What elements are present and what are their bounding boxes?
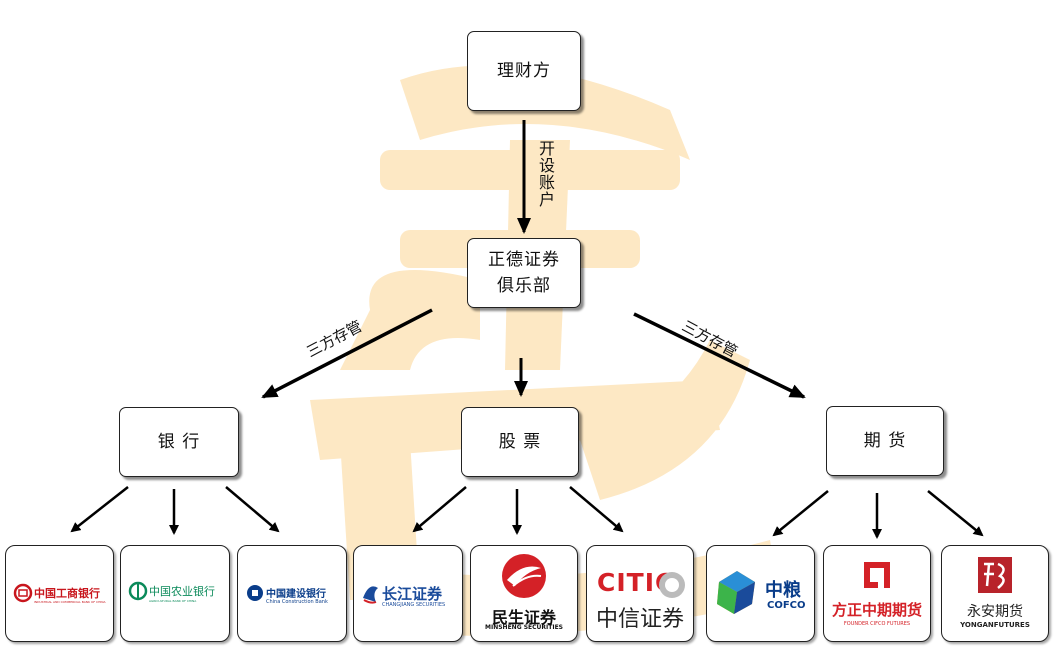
ccb-logo-icon	[247, 585, 263, 601]
yongan-name: 永安期货	[967, 604, 1023, 620]
abc-logo-icon	[128, 581, 148, 601]
logo-icbc: 中国工商银行 INDUSTRIAL AND COMMERCIAL BANK OF…	[5, 545, 114, 642]
edge-stock-changjiang	[412, 486, 467, 533]
logo-founder: 方正中期期货 FOUNDER CIFCO FUTURES	[823, 545, 931, 642]
minsheng-logo-icon	[502, 554, 546, 598]
stock-label: 股 票	[498, 432, 542, 452]
cofco-name: 中粮	[765, 580, 801, 601]
club-node: 正德证券 俱乐部	[467, 238, 581, 308]
bank-label: 银 行	[157, 432, 201, 452]
changjiang-name: 长江证券	[382, 585, 443, 603]
yongan-sub: YONGANFUTURES	[960, 621, 1030, 629]
ccb-name: 中国建设银行	[266, 589, 326, 600]
edge-futures-yongan	[927, 490, 984, 537]
logo-minsheng: 民生证券 MINSHENG SECURITIES	[470, 545, 578, 642]
founder-name: 方正中期期货	[831, 601, 922, 619]
changjiang-sub: CHANGJIANG SECURITIES	[382, 602, 446, 608]
minsheng-sub: MINSHENG SECURITIES	[485, 624, 563, 631]
futures-label: 期 货	[863, 431, 907, 451]
edge-club-bank	[261, 308, 433, 399]
bank-node: 银 行	[119, 407, 239, 477]
club-label-line2: 俱乐部	[497, 276, 551, 296]
edge-bank-ccb	[225, 486, 280, 533]
abc-sub: AGRICULTURAL BANK OF CHINA	[149, 599, 197, 603]
edge-bank-icbc	[70, 486, 129, 533]
citic-logo-icon	[659, 572, 685, 598]
ccb-sub: China Construction Bank	[266, 599, 328, 605]
citic-name: 中信证券	[595, 607, 684, 632]
logo-ccb: 中国建设银行 China Construction Bank	[237, 545, 347, 642]
abc-name: 中国农业银行	[149, 585, 215, 598]
stock-node: 股 票	[461, 407, 579, 477]
investor-node: 理财方	[467, 31, 581, 111]
logo-abc: 中国农业银行 AGRICULTURAL BANK OF CHINA	[120, 545, 230, 642]
edge-stock-citic	[569, 486, 624, 533]
logo-changjiang: 长江证券 CHANGJIANG SECURITIES	[353, 545, 463, 642]
logo-cofco: 中粮 COFCO	[706, 545, 815, 642]
logo-yongan: 永安期货 YONGANFUTURES	[941, 545, 1049, 642]
investor-label: 理财方	[497, 61, 551, 81]
edge-club-futures	[633, 312, 806, 399]
icbc-logo-icon	[13, 583, 33, 603]
cofco-sub: COFCO	[767, 600, 806, 611]
changjiang-logo-icon	[363, 586, 378, 604]
club-label-line1: 正德证券	[488, 250, 560, 270]
edge-futures-cofco	[772, 490, 829, 537]
cofco-logo-icon	[717, 571, 755, 614]
minsheng-name: 民生证券	[491, 608, 556, 627]
logo-citic: CITIC 中信证券	[586, 545, 694, 642]
edge-label-open-account: 开设账户	[536, 140, 555, 208]
futures-node: 期 货	[826, 406, 944, 476]
icbc-name: 中国工商银行	[34, 587, 100, 600]
icbc-sub: INDUSTRIAL AND COMMERCIAL BANK OF CHINA	[34, 600, 106, 604]
yongan-logo-icon	[978, 557, 1012, 593]
founder-logo-icon	[864, 562, 890, 588]
founder-sub: FOUNDER CIFCO FUTURES	[843, 621, 911, 627]
